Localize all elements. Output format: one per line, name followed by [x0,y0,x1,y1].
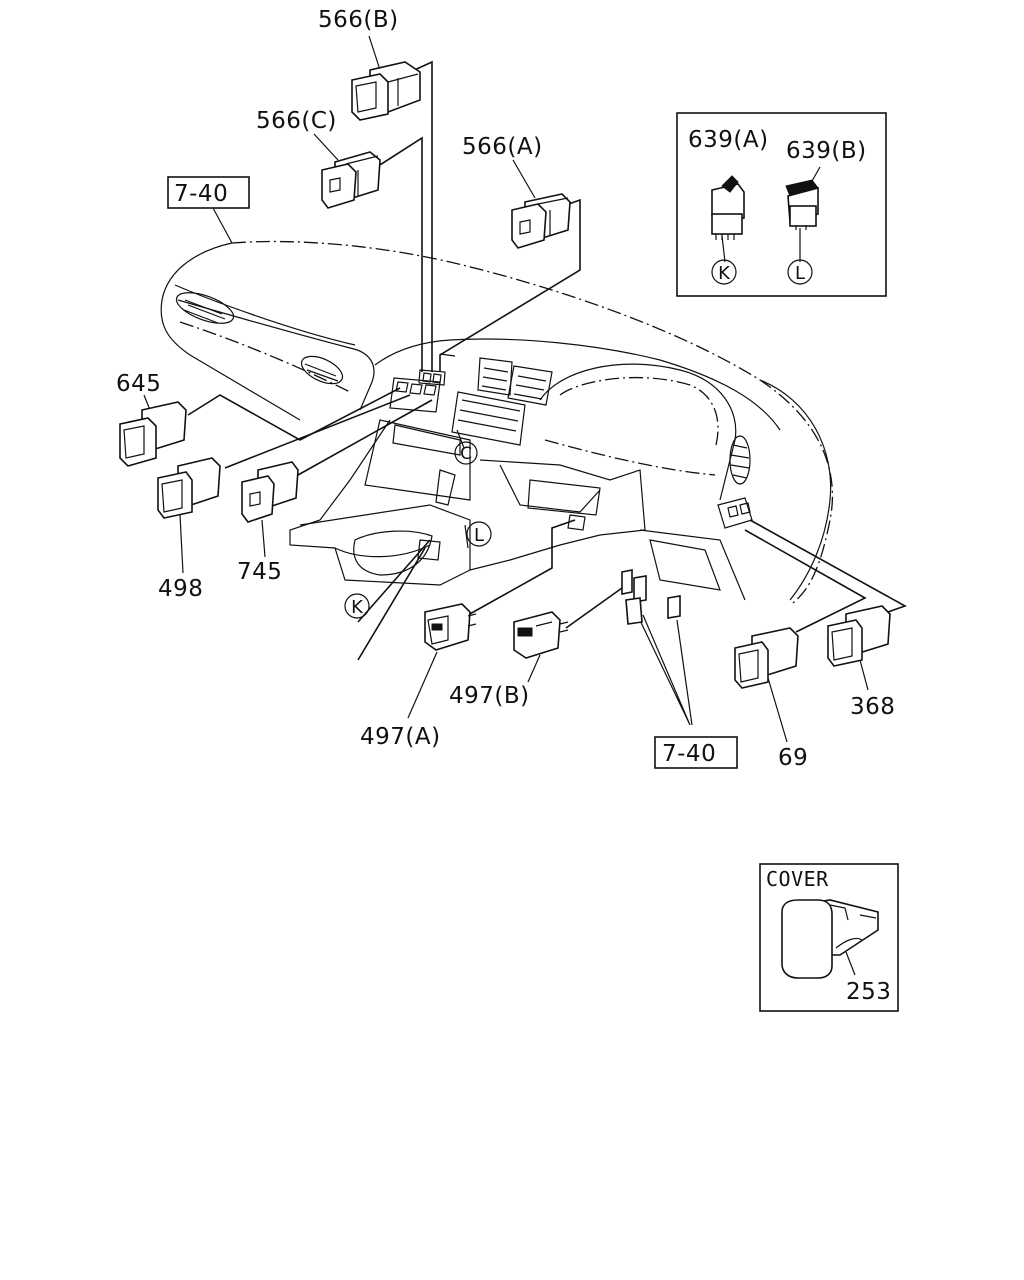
marker-k-circle [344,593,370,619]
marker-k-inset: K [718,263,731,284]
switch-639a [711,175,745,240]
switch-498 [157,457,221,519]
label-498: 498 [158,576,203,602]
switch-497a [424,603,477,651]
marker-l: L [474,525,484,546]
label-cover: COVER [766,867,829,891]
label-ref-740-top: 7-40 [174,181,228,207]
label-497a: 497(A) [360,724,441,750]
marker-c: C [460,444,472,464]
right-vent [729,435,751,485]
label-368: 368 [850,694,895,720]
marker-k: K [351,597,364,618]
switch-745 [241,461,299,523]
switch-566b [351,61,421,121]
label-253: 253 [846,979,891,1005]
label-645: 645 [116,371,161,397]
switch-645 [119,401,187,467]
marker-k-inset-circle [711,259,737,285]
switch-368 [827,605,891,667]
cover-inset-box [759,863,899,1012]
label-ref-740-bottom: 7-40 [662,741,716,767]
label-566a: 566(A) [462,134,543,160]
center-vents [451,357,553,446]
switch-566c [321,151,381,209]
label-639b: 639(B) [786,138,867,164]
left-side-vent [300,355,344,385]
label-566b: 566(B) [318,7,399,33]
ref-box-top [167,176,250,209]
label-639a: 639(A) [688,127,769,153]
ref-box-bottom [654,736,738,769]
switch-69 [734,627,799,689]
label-69: 69 [778,745,808,771]
bracket-parts [621,569,681,625]
switch-639b [785,179,819,230]
left-vent [175,292,235,324]
inset-box-639 [676,112,887,297]
cover-part-253 [781,899,879,979]
label-566c: 566(C) [256,108,337,134]
marker-c-circle [454,441,478,465]
label-745: 745 [237,559,282,585]
marker-l-circle [466,521,492,547]
switch-497b [513,611,569,659]
marker-l-inset-circle [787,259,813,285]
switch-566a [511,193,571,249]
marker-l-inset: L [795,263,805,284]
leader-lines [143,35,907,976]
label-497b: 497(B) [449,683,530,709]
circle-markers [344,259,813,619]
dashboard-outline [160,240,834,606]
